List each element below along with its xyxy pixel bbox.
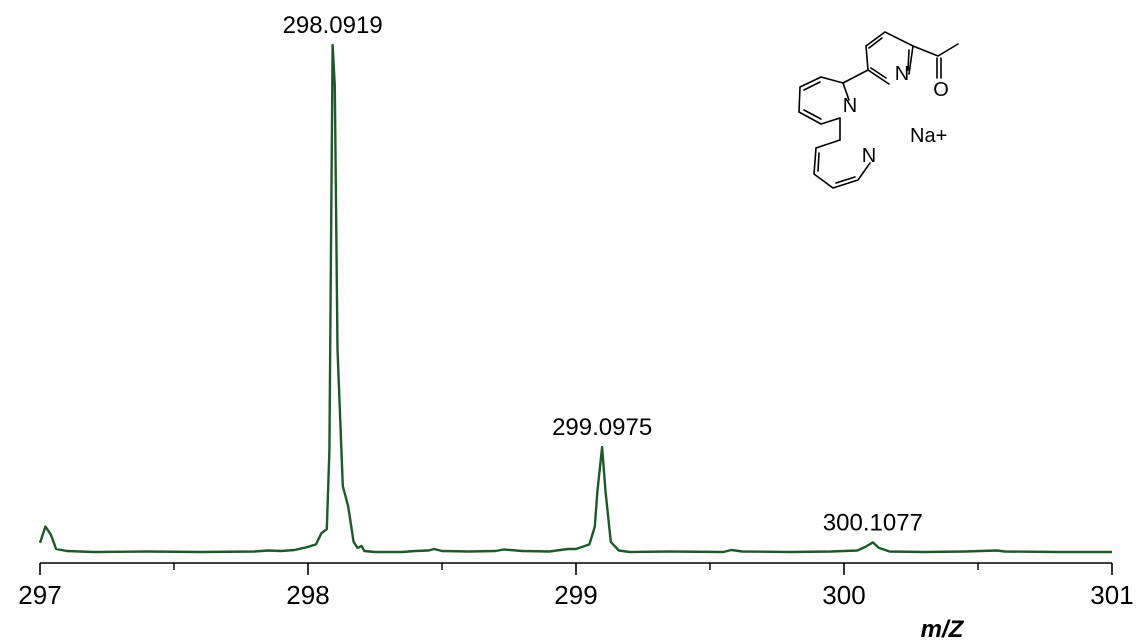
- x-tick-label: 297: [18, 580, 61, 610]
- x-tick-label: 301: [1090, 580, 1133, 610]
- pyridine-ring-middle-double-bonds: [803, 81, 822, 120]
- x-tick-label: 299: [554, 580, 597, 610]
- structure-atom-labels: N N N O: [843, 63, 949, 167]
- x-axis-title: m/Z: [921, 616, 965, 642]
- molecule-structure-drawing: [798, 31, 959, 189]
- peak-label: 299.0975: [552, 414, 652, 441]
- pyridine-ring-lower-double-bonds: [817, 152, 856, 184]
- nitrogen-atom-label: N: [895, 63, 909, 85]
- x-axis: 297 298 299 300 301 m/Z: [18, 562, 1134, 642]
- sodium-adduct-label: Na+: [910, 125, 947, 147]
- peak-label: 298.0919: [283, 12, 383, 39]
- pyridine-ring-middle: [798, 76, 850, 125]
- x-tick-label: 300: [822, 580, 865, 610]
- x-tick-label: 298: [286, 580, 329, 610]
- nitrogen-atom-label: N: [843, 95, 857, 117]
- peak-label: 300.1077: [823, 509, 923, 536]
- pyridine-ring-upper-double-bonds: [868, 37, 910, 79]
- nitrogen-atom-label: N: [862, 145, 876, 167]
- oxygen-atom-label: O: [933, 79, 949, 101]
- peak-labels: 298.0919 299.0975 300.1077: [283, 12, 923, 536]
- pyridine-ring-lower: [813, 139, 871, 189]
- spectrum-line: [38, 43, 1112, 554]
- ring-link-bonds: [839, 69, 869, 141]
- spectrum-series: [38, 43, 1112, 554]
- acetyl-group: [912, 43, 959, 79]
